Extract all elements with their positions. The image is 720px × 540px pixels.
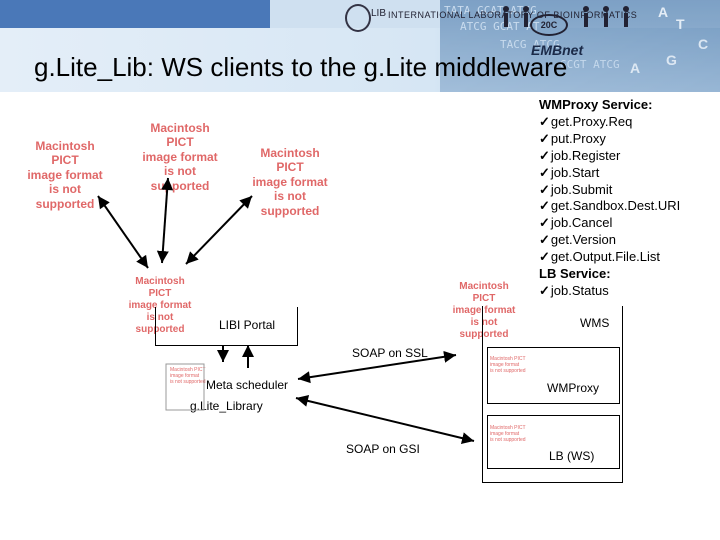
meta-scheduler-label: Meta scheduler (206, 378, 289, 392)
dna-letter: C (698, 36, 709, 52)
embnet-logo: EMBnet (531, 42, 584, 58)
dna-letter: A (658, 4, 669, 20)
lib-logo-mark: LIB (371, 8, 387, 19)
method-item: job.Status (539, 283, 680, 300)
service-method-list: WMProxy Service: get.Proxy.Req put.Proxy… (539, 97, 680, 300)
dna-letter: T (676, 16, 685, 32)
lb-ws-box (487, 415, 620, 469)
dna-letter: G (666, 52, 677, 68)
lib-logo-icon (345, 4, 371, 32)
header-accent-bar (0, 0, 270, 28)
arrow-user1-portal (97, 195, 149, 269)
circle-logo: 20C (530, 14, 568, 36)
dna-sequence: ATCG GCAT AT (460, 20, 540, 33)
dna-sequence: TATA GCAT ATCG (444, 4, 537, 17)
wmproxy-label: WMProxy (547, 381, 599, 395)
dna-letter: A (630, 60, 641, 76)
soap-gsi-label: SOAP on GSI (346, 442, 420, 456)
method-item: job.Register (539, 148, 680, 165)
glite-library-label: g.Lite_Library (190, 399, 263, 413)
wms-box (482, 306, 623, 483)
method-item: job.Submit (539, 182, 680, 199)
dna-background: TATA GCAT ATCG ATCG GCAT AT TACG ATCG GC… (440, 0, 720, 92)
wmproxy-service-header: WMProxy Service: (539, 97, 653, 112)
wmproxy-box (487, 347, 620, 404)
method-item: get.Output.File.List (539, 249, 680, 266)
wms-label: WMS (580, 316, 610, 330)
dna-sequence: GCGT ATCG (560, 58, 620, 71)
arrow-user3-portal (185, 195, 253, 265)
method-item: job.Start (539, 165, 680, 182)
libi-portal-label: LIBI Portal (219, 318, 276, 332)
method-item: get.Proxy.Req (539, 114, 680, 131)
arrow-user2-portal (156, 177, 174, 264)
arrow-soap-gsi (295, 394, 475, 445)
dna-sequence: TACG ATCG (500, 38, 560, 51)
scheduler-icon-frame (165, 363, 205, 411)
method-item: get.Version (539, 232, 680, 249)
page-title: g.Lite_Lib: WS clients to the g.Lite mid… (34, 52, 568, 82)
method-item: put.Proxy (539, 131, 680, 148)
libi-portal-box (155, 307, 298, 346)
method-item: job.Cancel (539, 215, 680, 232)
header-banner: TATA GCAT ATCG ATCG GCAT AT TACG ATCG GC… (0, 0, 720, 92)
lb-ws-label: LB (WS) (549, 449, 595, 463)
lib-logo-text: INTERNATIONAL LABORATORY OF BIOINFORMATI… (388, 10, 638, 20)
arrow-soap-ssl (297, 350, 457, 384)
lb-service-header: LB Service: (539, 266, 611, 282)
people-logo-icon (503, 6, 629, 27)
method-item: get.Sandbox.Dest.URI (539, 198, 680, 215)
